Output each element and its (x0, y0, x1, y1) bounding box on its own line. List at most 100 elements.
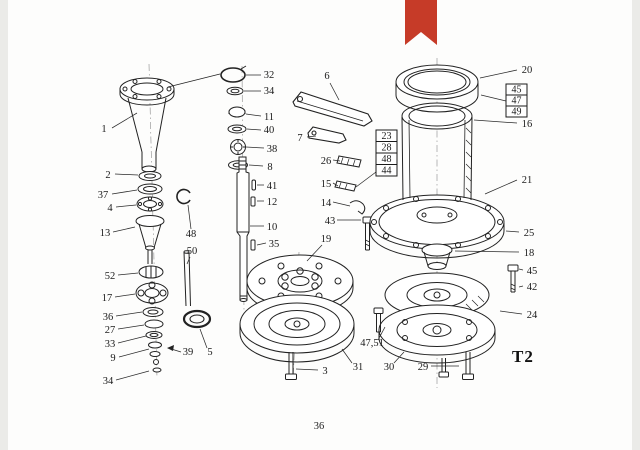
leader-line-18 (454, 250, 520, 253)
part-label-20: 20 (522, 65, 533, 76)
leader-line-1 (111, 112, 138, 129)
part-label-5: 5 (207, 347, 212, 358)
boxed-part-label-23: 23 (382, 131, 392, 142)
leader-line-3 (295, 368, 319, 371)
part-label-16: 16 (522, 119, 533, 130)
part-label-39: 39 (183, 347, 194, 358)
part-label-9: 9 (110, 353, 115, 364)
part-label-3: 3 (322, 366, 327, 377)
leader-line-31 (341, 348, 353, 364)
page-edge-left (0, 0, 8, 450)
part-label-48: 48 (186, 229, 197, 240)
part-label-52: 52 (105, 271, 116, 282)
part-label-33: 33 (105, 339, 116, 350)
leader-line-52 (117, 272, 139, 276)
part-label-35: 35 (269, 239, 280, 250)
bolt-part-3 (288, 352, 294, 374)
part-label-30: 30 (384, 362, 395, 373)
leader-line-45 (518, 268, 524, 271)
part-label-34: 34 (264, 86, 275, 97)
fastener-bolts (373, 264, 519, 380)
small-hardware-cluster (334, 155, 373, 251)
shaft-parts-column (220, 65, 256, 302)
leader-line-25 (505, 230, 520, 233)
part-label-41: 41 (267, 181, 278, 192)
left-side-parts (167, 73, 221, 351)
leader-line-27 (117, 324, 145, 330)
part-label-21: 21 (522, 175, 533, 186)
leader-line-14 (332, 201, 351, 207)
leader-line-2 (114, 173, 139, 176)
bookmark-ribbon-icon (405, 0, 437, 45)
part-label-38: 38 (267, 144, 278, 155)
plate-part-26 (336, 155, 362, 168)
pin-part-50 (183, 251, 191, 307)
part-label-32: 32 (264, 70, 275, 81)
snap-ring-part-32 (220, 67, 246, 83)
leader-line-38 (245, 146, 265, 149)
part-label-29: 29 (418, 362, 429, 373)
leader-line-4 (115, 204, 137, 208)
leader-line-47,51 (377, 326, 386, 341)
part-label-2: 2 (105, 170, 110, 181)
box-cell-49 (505, 105, 528, 118)
part-label-10: 10 (267, 222, 278, 233)
spacer-part-18 (421, 243, 453, 257)
drum-assembly (369, 64, 505, 364)
part-label-31: 31 (353, 362, 364, 373)
blade-part-7 (307, 126, 347, 144)
page-edge-right (632, 0, 640, 450)
boxed-part-label-49: 49 (512, 107, 522, 118)
leader-line-6 (329, 82, 340, 101)
leader-line-11 (245, 113, 262, 117)
leader-line-50 (186, 256, 191, 265)
leader-line-9 (118, 348, 150, 358)
leader-line-box-group (480, 94, 507, 102)
boxed-part-label-48: 48 (382, 154, 392, 165)
key-part-35 (250, 239, 256, 251)
funnel-assembly (119, 77, 175, 373)
pulley-assembly (239, 254, 355, 380)
boxed-part-label-28: 28 (382, 143, 392, 154)
leader-line-36 (115, 311, 143, 317)
cone-part-13 (135, 215, 165, 227)
figure-tag: T2 (512, 347, 534, 366)
lower-pulley-part-31 (239, 294, 355, 354)
bell-cylinder-part-16 (401, 102, 473, 130)
leader-line-24 (499, 310, 523, 315)
leader-line-37 (111, 189, 138, 195)
part-label-25: 25 (524, 228, 535, 239)
leader-line-26 (332, 159, 341, 162)
part-label-37: 37 (98, 190, 109, 201)
circlip-part-48 (176, 188, 191, 205)
ring-part-37 (137, 183, 163, 195)
bolt-part-47-51 (373, 307, 384, 314)
part-label-14: 14 (321, 198, 332, 209)
bolt-part-29 (465, 352, 471, 374)
washer-part-40 (227, 124, 247, 134)
leader-line-15 (332, 182, 339, 187)
part-label-50: 50 (187, 246, 198, 257)
leader-line-20 (479, 69, 518, 79)
leader-line-33 (117, 335, 147, 344)
leader-line-35 (256, 242, 267, 246)
page-number: 36 (314, 421, 325, 432)
collar-part-5 (182, 309, 212, 329)
leader-line-39 (167, 347, 182, 353)
part-label-13: 13 (100, 228, 111, 239)
leader-line-34 (115, 370, 150, 381)
part-label-12: 12 (267, 197, 278, 208)
part-label-15: 15 (321, 179, 332, 190)
leader-line-box-group (355, 171, 377, 188)
key-part-12 (250, 196, 256, 207)
part-label-36: 36 (103, 312, 114, 323)
funnel-cone (127, 97, 167, 153)
part-label-7: 7 (297, 133, 302, 144)
plate-part-15 (334, 180, 357, 192)
part-label-43: 43 (325, 216, 336, 227)
bearing-part-4 (136, 196, 164, 212)
leader-line-16 (473, 119, 518, 124)
bottom-pan-part-24 (378, 304, 496, 356)
